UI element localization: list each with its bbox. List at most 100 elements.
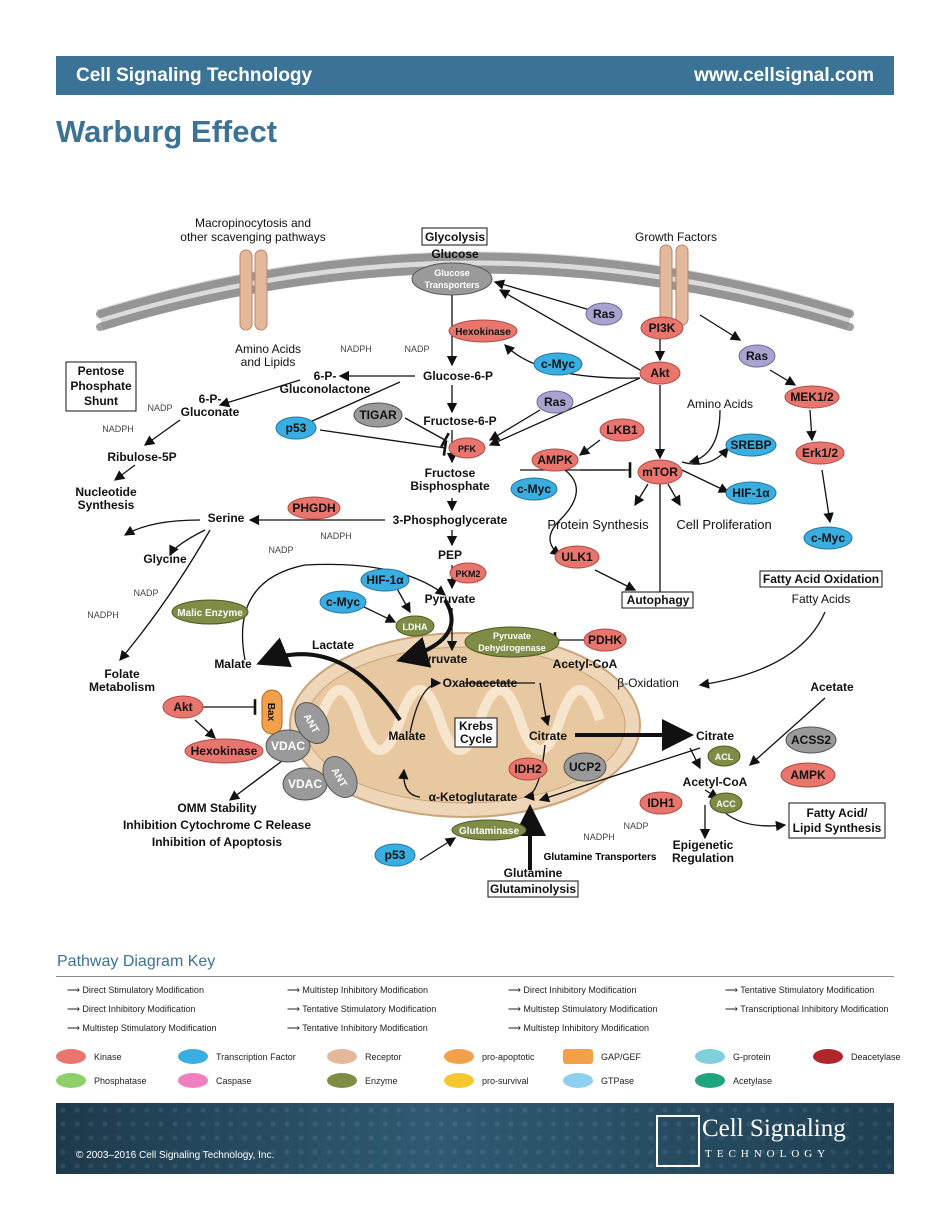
fructose-6p-label: Fructose-6-P bbox=[423, 414, 496, 428]
pi3k-node[interactable] bbox=[640, 316, 684, 340]
pfk-label: PFK bbox=[458, 444, 477, 454]
ldha-node[interactable] bbox=[395, 615, 435, 637]
hif1a-node-2[interactable] bbox=[360, 568, 410, 592]
pdh-label-1: Pyruvate bbox=[493, 631, 531, 641]
ampk-node-1[interactable] bbox=[531, 448, 579, 472]
key-shape-item: GAP/GEF bbox=[563, 1049, 641, 1064]
key-shape-item: Receptor bbox=[327, 1049, 402, 1064]
ketoglutarate-label: α-Ketoglutarate bbox=[429, 790, 518, 804]
mito-malate-label: Malate bbox=[388, 729, 426, 743]
key-swatch-icon bbox=[327, 1073, 357, 1088]
mek-node[interactable] bbox=[784, 385, 840, 409]
key-line-label: Direct Inhibitory Modification bbox=[82, 1004, 196, 1014]
ras-node-2[interactable] bbox=[738, 344, 776, 368]
ras-node-1[interactable] bbox=[585, 302, 623, 326]
key-shape-item: pro-apoptotic bbox=[444, 1049, 535, 1064]
akt-node[interactable] bbox=[639, 361, 681, 385]
hexokinase-node-1[interactable] bbox=[448, 319, 518, 343]
pentose-label-3: Shunt bbox=[84, 394, 118, 408]
malic-enzyme-node[interactable] bbox=[171, 599, 249, 625]
erk-node[interactable] bbox=[795, 441, 845, 465]
key-line-label: Multistep Inhibitory Modification bbox=[302, 985, 428, 995]
protein-synthesis-label: Protein Synthesis bbox=[547, 517, 649, 532]
pep-label: PEP bbox=[438, 548, 462, 562]
pdhk-node[interactable] bbox=[583, 628, 627, 652]
header-bar: Cell Signaling Technology www.cellsignal… bbox=[56, 56, 894, 95]
p53-label-2: p53 bbox=[385, 848, 406, 862]
ampk-node-2[interactable] bbox=[780, 762, 836, 788]
ant-node-1[interactable] bbox=[288, 696, 336, 749]
website-link[interactable]: www.cellsignal.com bbox=[694, 65, 874, 86]
cmyc-node-3[interactable] bbox=[510, 477, 558, 501]
ucp2-node[interactable] bbox=[563, 752, 607, 782]
mek-label: MEK1/2 bbox=[790, 390, 834, 404]
cmyc-node-1[interactable] bbox=[803, 526, 853, 550]
pfk-node[interactable] bbox=[448, 437, 486, 459]
page-title: Warburg Effect bbox=[56, 114, 278, 149]
mito-acetyl-coa-label: Acetyl-CoA bbox=[553, 657, 618, 671]
idh2-node[interactable] bbox=[508, 757, 548, 781]
key-line-label: Direct Stimulatory Modification bbox=[82, 985, 204, 995]
ras-node-3[interactable] bbox=[536, 390, 574, 414]
acc-node[interactable] bbox=[709, 792, 743, 814]
ampk-label-1: AMPK bbox=[537, 453, 573, 467]
acss2-label: ACSS2 bbox=[791, 733, 831, 747]
idh1-label: IDH1 bbox=[647, 796, 675, 810]
growth-factor-receptor bbox=[659, 244, 689, 326]
autophagy-box bbox=[621, 591, 694, 609]
glucose-transporters-node[interactable] bbox=[411, 262, 493, 296]
hif1a-node-1[interactable] bbox=[725, 481, 777, 505]
akt-node-2[interactable] bbox=[162, 695, 204, 719]
3-phosphoglycerate-label: 3-Phosphoglycerate bbox=[393, 513, 508, 527]
vdac-node-1[interactable] bbox=[265, 729, 311, 763]
key-swatch-icon bbox=[444, 1073, 474, 1088]
glucose-6p-label: Glucose-6-P bbox=[423, 369, 493, 383]
srebp-node[interactable] bbox=[725, 433, 777, 457]
cmyc-node-2[interactable] bbox=[533, 352, 583, 376]
bax-node[interactable] bbox=[261, 689, 283, 735]
phgdh-node[interactable] bbox=[287, 496, 341, 520]
fatty-acid-oxidation-label: Fatty Acid Oxidation bbox=[763, 572, 879, 586]
fatty-acid-synthesis-label-2: Lipid Synthesis bbox=[793, 821, 882, 835]
tigar-node[interactable] bbox=[353, 402, 403, 428]
nadp-label-5: NADP bbox=[623, 821, 648, 831]
nadph-label-1: NADPH bbox=[340, 344, 372, 354]
nadph-label-5: NADPH bbox=[583, 832, 615, 842]
lkb1-node[interactable] bbox=[599, 418, 645, 442]
key-line-item: ⟶ Direct Inhibitory Modification bbox=[508, 985, 636, 996]
pyruvate-dehydrogenase-node[interactable] bbox=[464, 626, 560, 658]
key-shape-label: Kinase bbox=[94, 1051, 122, 1062]
vdac-label-1: VDAC bbox=[271, 739, 305, 753]
ulk1-node[interactable] bbox=[554, 545, 600, 569]
mtor-node[interactable] bbox=[637, 459, 683, 485]
hexokinase-node-2[interactable] bbox=[184, 738, 264, 764]
logo-sub-text: TECHNOLOGY bbox=[705, 1148, 831, 1160]
acss2-node[interactable] bbox=[785, 726, 837, 754]
key-title: Pathway Diagram Key bbox=[57, 953, 216, 970]
mito-pyruvate-label: Pyruvate bbox=[417, 652, 468, 666]
vdac-label-2: VDAC bbox=[288, 777, 322, 791]
glutaminolysis-box bbox=[487, 880, 579, 898]
pkm2-node[interactable] bbox=[449, 562, 487, 584]
glutamine-transporters-label: Glutamine Transporters bbox=[544, 852, 657, 863]
p53-node-1[interactable] bbox=[275, 416, 317, 440]
key-line-label: Multistep Inhibitory Modification bbox=[523, 1023, 649, 1033]
key-swatch-icon bbox=[695, 1049, 725, 1064]
key-swatch-icon bbox=[178, 1049, 208, 1064]
key-shape-label: GAP/GEF bbox=[601, 1051, 642, 1062]
ant-node-2[interactable] bbox=[316, 750, 364, 803]
cmyc-node-4[interactable] bbox=[319, 590, 367, 614]
key-line-label: Tentative Inhibitory Modification bbox=[302, 1023, 428, 1033]
glutaminase-node[interactable] bbox=[451, 819, 527, 841]
glucose-transporters-label-1: Glucose bbox=[434, 268, 470, 278]
p53-node-2[interactable] bbox=[374, 843, 416, 867]
srebp-label: SREBP bbox=[730, 438, 771, 452]
key-swatch-icon bbox=[327, 1049, 357, 1064]
fatty-acid-synthesis-label-1: Fatty Acid/ bbox=[807, 806, 869, 820]
acl-node[interactable] bbox=[707, 745, 741, 767]
idh1-node[interactable] bbox=[639, 791, 683, 815]
pentose-label-1: Pentose bbox=[78, 364, 125, 378]
macropinocytosis-label-2: other scavenging pathways bbox=[180, 230, 325, 244]
omm-label-3: Inhibition of Apoptosis bbox=[152, 835, 283, 849]
key-shape-label: GTPase bbox=[601, 1075, 635, 1086]
